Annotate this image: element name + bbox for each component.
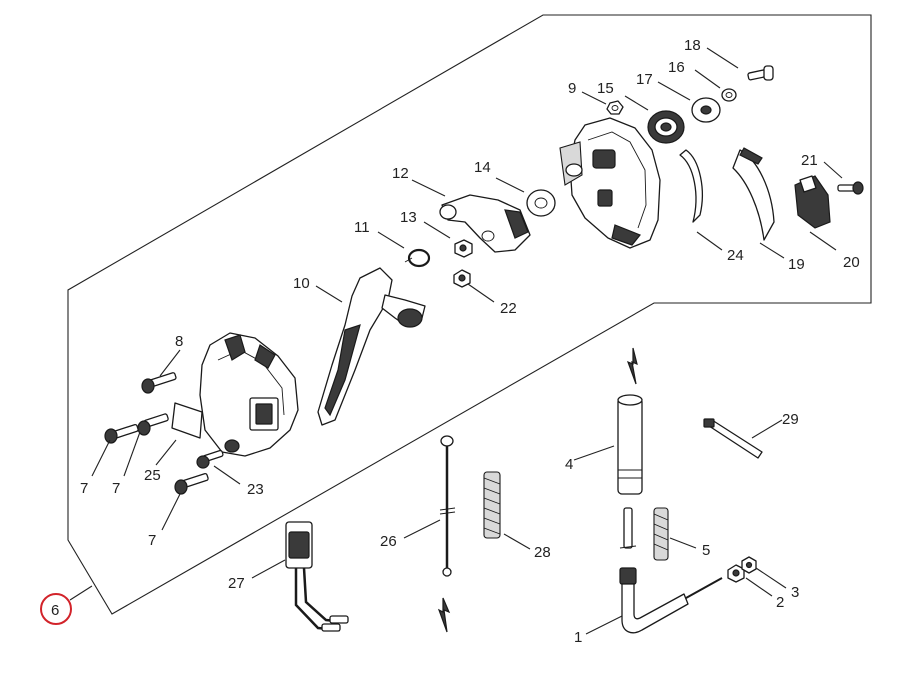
callout-9[interactable]: 9 [568,80,576,97]
callout-25[interactable]: 25 [144,467,161,484]
part-27-switch[interactable] [285,521,349,632]
callout-2[interactable]: 2 [776,594,784,611]
callout-4[interactable]: 4 [565,456,573,473]
callout-21[interactable]: 21 [801,152,818,169]
part-2-nut[interactable] [727,564,745,583]
part-17-cap[interactable] [691,97,721,123]
callout-12[interactable]: 12 [392,165,409,182]
callout-7b[interactable]: 7 [112,480,120,497]
part-7-screw-c[interactable] [174,472,209,495]
part-16-washer[interactable] [721,88,737,102]
part-10-lever[interactable] [317,267,426,426]
part-3-nut[interactable] [741,556,757,574]
part-25-plate[interactable] [171,402,203,439]
callout-5[interactable]: 5 [702,542,710,559]
callout-16[interactable]: 16 [668,59,685,76]
assembly-boundary [67,14,872,615]
callout-8[interactable]: 8 [175,333,183,350]
part-9-nut[interactable] [606,100,624,115]
left-housing[interactable] [199,332,299,457]
part-7-screw-b[interactable] [137,413,169,436]
callout-15[interactable]: 15 [597,80,614,97]
callout-17[interactable]: 17 [636,71,653,88]
part-12-lever-bracket[interactable] [439,194,531,253]
callout-6-highlight [40,593,72,625]
part-5-spring[interactable] [653,507,669,561]
callout-20[interactable]: 20 [843,254,860,271]
callout-7a[interactable]: 7 [80,480,88,497]
callout-labels: 18 16 17 15 9 21 14 12 13 11 24 19 20 10… [51,37,860,646]
part-21-screw[interactable] [837,181,864,195]
part-1-bent-tube[interactable] [619,507,723,634]
part-26-rod[interactable] [439,435,456,577]
part-19-cover[interactable] [732,147,775,241]
callout-7c[interactable]: 7 [148,532,156,549]
part-29-cable-tie[interactable] [703,418,763,459]
part-15-bearing[interactable] [647,110,685,144]
callout-18[interactable]: 18 [684,37,701,54]
leader-lines [91,47,843,635]
callout-19[interactable]: 19 [788,256,805,273]
callout-23[interactable]: 23 [247,481,264,498]
callout-29[interactable]: 29 [782,411,799,428]
part-24-strip[interactable] [679,149,703,223]
part-22-nut[interactable] [453,269,471,288]
callout-3[interactable]: 3 [791,584,799,601]
part-28-spring[interactable] [483,471,501,539]
callout-28[interactable]: 28 [534,544,551,561]
part-23-screw[interactable] [196,449,224,469]
direction-arrow-down [437,597,451,633]
part-20-clip[interactable] [794,175,831,229]
callout-6[interactable]: 6 [51,602,59,619]
part-8-screw[interactable] [141,372,177,394]
callout-1[interactable]: 1 [574,629,582,646]
callout-11[interactable]: 11 [354,219,370,236]
callout-26[interactable]: 26 [380,533,397,550]
main-housing[interactable] [559,117,661,249]
part-14-washer[interactable] [526,189,556,217]
part-4-tube[interactable] [617,394,643,495]
part-18-screw[interactable] [747,65,774,81]
direction-arrow-up [626,347,638,385]
part-11-spring[interactable] [404,248,431,268]
callout-27[interactable]: 27 [228,575,245,592]
part-13-nut[interactable] [454,239,473,258]
callout-13[interactable]: 13 [400,209,417,226]
callout-10[interactable]: 10 [293,275,310,292]
callout-22[interactable]: 22 [500,300,517,317]
callout-24[interactable]: 24 [727,247,744,264]
callout-14[interactable]: 14 [474,159,491,176]
part-7-screw-a[interactable] [104,423,139,444]
